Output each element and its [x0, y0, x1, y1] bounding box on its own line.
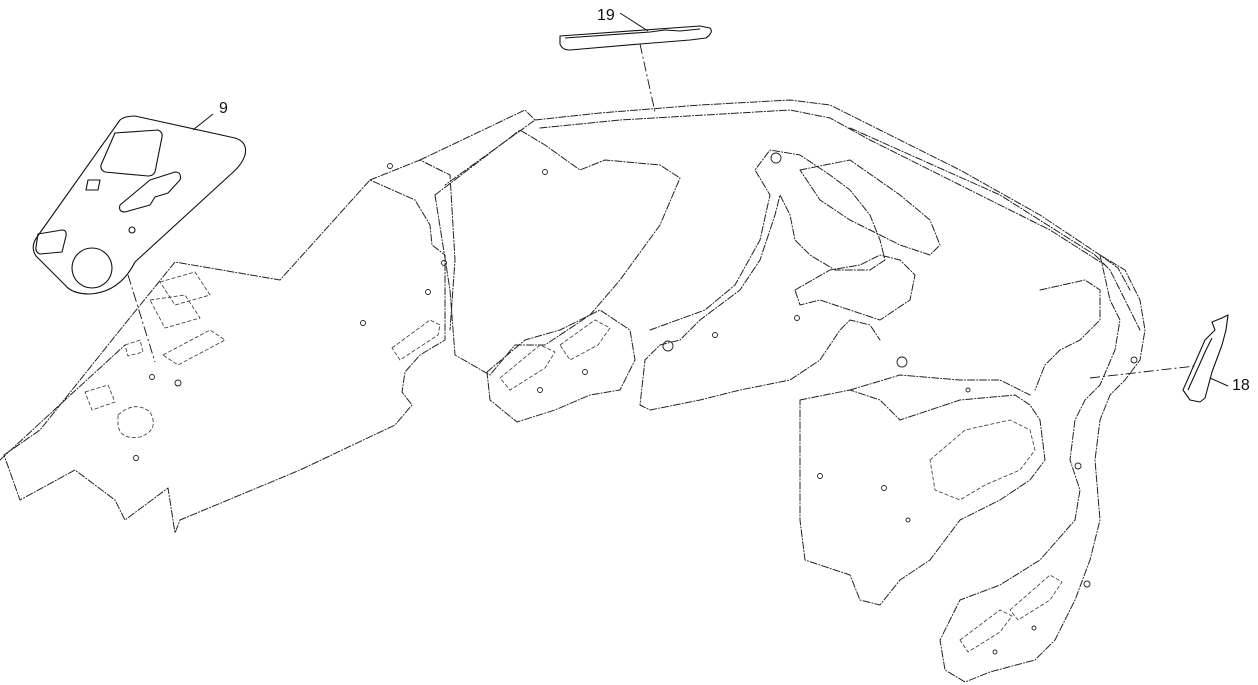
- centerlines: [127, 43, 1196, 379]
- right-box-hole-3: [905, 517, 911, 523]
- part-9-small-rect: [85, 179, 101, 191]
- left-hole-6: [387, 163, 393, 169]
- right-box-hole-4: [965, 387, 971, 393]
- right-side-panel-inner: [1034, 279, 1101, 391]
- right-box-bracket: [799, 389, 1046, 606]
- part-19-trim: [559, 25, 712, 51]
- left-panel-top-flange: [419, 109, 536, 186]
- right-box-hole-1: [817, 473, 823, 479]
- left-cutout-square-2: [149, 294, 201, 329]
- bolt-head-1: [770, 152, 782, 164]
- right-center-bracket-slot: [794, 254, 916, 321]
- top-rail-lower-edge: [849, 127, 1141, 331]
- right-panel-hole-5: [1031, 625, 1037, 631]
- part-18-inner-edge: [1187, 337, 1213, 391]
- callout-18: 18: [1232, 377, 1250, 394]
- bolt-head-3: [896, 356, 908, 368]
- part-19-outline: [559, 25, 712, 51]
- center-bracket-slot-2: [559, 319, 611, 361]
- part-18-outline: [1182, 314, 1229, 403]
- left-cutout-slot: [162, 329, 226, 366]
- center-bracket-slot-1: [499, 344, 556, 391]
- callout-19: 19: [597, 7, 615, 24]
- left-panel-inner-edge: [0, 344, 126, 461]
- part-9-bottom-rect: [35, 229, 67, 255]
- right-panel-hole-2: [1083, 580, 1091, 588]
- left-hole-1: [174, 379, 182, 387]
- right-box-top: [849, 374, 1031, 396]
- right-center-bracket-upper-cut: [799, 159, 941, 256]
- leader-9: [192, 113, 214, 131]
- leader-19: [619, 12, 649, 32]
- right-panel-slot-1: [959, 609, 1013, 653]
- left-flange-slot: [391, 319, 441, 361]
- frame-assembly: [0, 99, 1146, 683]
- right-panel-hole-4: [992, 649, 998, 655]
- center-bracket-upper: [434, 129, 681, 376]
- right-side-panel: [939, 254, 1146, 683]
- part-9-small-hole: [128, 226, 136, 234]
- callout-9: 9: [219, 100, 228, 117]
- right-center-bracket: [639, 149, 886, 411]
- left-panel-upright: [369, 159, 456, 331]
- right-box-hole-2: [881, 485, 887, 491]
- left-hole-2: [149, 374, 155, 380]
- center-bracket-lower: [486, 309, 636, 423]
- left-cutout-rect-small: [124, 339, 144, 357]
- top-rail-inner: [539, 109, 1106, 266]
- right-panel-slot-2: [1009, 574, 1063, 621]
- right-panel-hole-1: [1074, 462, 1082, 470]
- left-hole-7: [542, 169, 548, 175]
- part-9-decal: [32, 115, 247, 295]
- left-side-panel: [3, 179, 446, 534]
- part-18-trim: [1182, 314, 1229, 403]
- part-9-shift-slot: [119, 171, 181, 213]
- part-9-round-cutout: [71, 247, 113, 289]
- right-panel-hole-3: [1130, 356, 1138, 364]
- centerline-part-9: [127, 274, 156, 363]
- left-hole-4: [425, 289, 431, 295]
- left-cutout-square-1: [159, 271, 211, 306]
- center-hole-3: [712, 332, 718, 338]
- top-rail: [534, 99, 1131, 291]
- part-9-top-window: [100, 129, 163, 177]
- left-hole-8: [133, 455, 139, 461]
- left-hole-5: [441, 260, 447, 266]
- leader-18: [1209, 377, 1229, 387]
- part-19-inner-edge: [564, 28, 701, 39]
- part-9-outline: [32, 115, 247, 295]
- left-cutout-small: [84, 384, 116, 411]
- right-box-cutout: [929, 419, 1036, 501]
- center-hole-4: [794, 315, 800, 321]
- left-hole-3: [360, 320, 366, 326]
- center-hole-1: [537, 387, 543, 393]
- centerline-part-19: [639, 43, 656, 113]
- left-cutout-round: [117, 406, 154, 438]
- leaders: [192, 12, 1229, 387]
- bolt-head-2: [662, 340, 674, 352]
- center-hole-2: [582, 369, 588, 375]
